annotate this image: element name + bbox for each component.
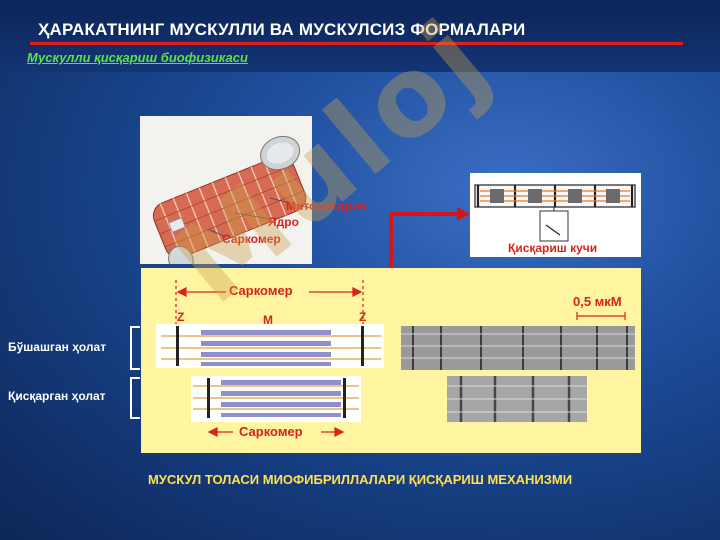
- connector-arrowhead-icon: [457, 207, 470, 221]
- title-underline: [30, 42, 683, 45]
- connector-horizontal: [389, 212, 458, 216]
- nucleus-label: Ядро: [268, 215, 299, 229]
- z-line-right-label: Z: [359, 310, 367, 324]
- sarcomere-label-bottom: Саркомер: [239, 424, 303, 439]
- muscle-fiber-drawing: [152, 135, 311, 275]
- mitochondria-label: Митохондрия: [286, 199, 367, 213]
- scale-bar-label: 0,5 мкМ: [573, 294, 622, 309]
- relaxed-bracket: [130, 326, 140, 370]
- z-line-left-label: Z: [177, 310, 185, 324]
- slide-title: ҲАРАКАТНИНГ МУСКУЛЛИ ВА МУСКУЛСИЗ ФОРМАЛ…: [38, 20, 526, 39]
- contracted-bracket: [130, 377, 140, 419]
- slide-subtitle: Мускулли қисқариш биофизикаси: [27, 50, 248, 65]
- sarcomere-label-small: Саркомер: [222, 232, 281, 246]
- contraction-force-image: Қисқариш кучи: [470, 173, 641, 257]
- header-bar: ҲАРАКАТНИНГ МУСКУЛЛИ ВА МУСКУЛСИЗ ФОРМАЛ…: [0, 0, 720, 72]
- connector-vertical: [389, 212, 393, 269]
- muscle-fiber-image: Митохондрия Ядро Саркомер: [140, 116, 366, 275]
- force-caption: Қисқариш кучи: [508, 241, 598, 255]
- force-apparatus-drawing: [474, 184, 636, 242]
- relaxed-state-label: Бўшашган ҳолат: [8, 340, 107, 354]
- sarcomere-drawing: [156, 280, 635, 437]
- m-line-label: M: [263, 313, 273, 327]
- footer-caption: МУСКУЛ ТОЛАСИ МИОФИБРИЛЛАЛАРИ ҚИСҚАРИШ М…: [147, 472, 573, 487]
- sarcomere-label-top: Саркомер: [229, 283, 293, 298]
- sarcomere-panel: Саркомер Z M Z 0,5 мкМ Саркомер: [141, 268, 641, 453]
- contracted-state-label: Қисқарган ҳолат: [8, 389, 106, 403]
